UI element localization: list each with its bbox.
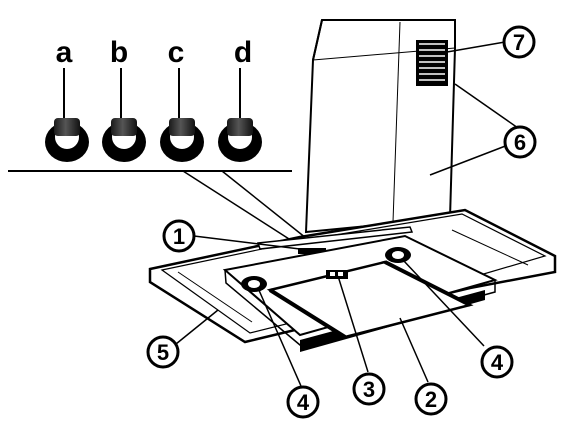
callout-4-right-label: 4 (491, 350, 504, 375)
vent-grille (416, 40, 448, 86)
knob-leader-left (182, 170, 301, 247)
control-knob-a: a (45, 36, 89, 162)
knob-leader-right (221, 170, 317, 247)
filter-handle (326, 270, 348, 279)
knob-label-c: c (168, 36, 185, 69)
control-strip (256, 226, 414, 250)
callout-3-label: 3 (363, 377, 375, 402)
callout-4-left-label: 4 (297, 390, 310, 415)
callout-5: 5 (146, 335, 180, 369)
knob-label-b: b (110, 36, 128, 69)
callout-7-label: 7 (513, 30, 525, 55)
callout-2: 2 (414, 382, 448, 416)
grease-filter (266, 260, 474, 339)
control-knob-d: d (218, 36, 262, 162)
callout-1: 1 (162, 219, 196, 253)
lamp-right (385, 247, 411, 263)
control-knob-c: c (160, 36, 204, 162)
callout-2-label: 2 (425, 387, 437, 412)
callout-1-label: 1 (173, 224, 185, 249)
hood-canopy (148, 208, 557, 352)
callout-4-right: 4 (480, 345, 514, 379)
control-panel (298, 248, 326, 254)
knob-label-d: d (234, 36, 252, 69)
callout-6-label: 6 (514, 130, 526, 155)
leader-lines (175, 41, 519, 387)
knob-label-a: a (56, 36, 73, 69)
callout-7: 7 (502, 25, 536, 59)
callout-4-left: 4 (286, 385, 320, 419)
chimney (304, 19, 456, 234)
control-knob-b: b (102, 36, 146, 162)
callout-6: 6 (503, 125, 537, 159)
callout-3: 3 (352, 372, 386, 406)
callout-5-label: 5 (157, 340, 169, 365)
lamp-left (241, 276, 267, 292)
